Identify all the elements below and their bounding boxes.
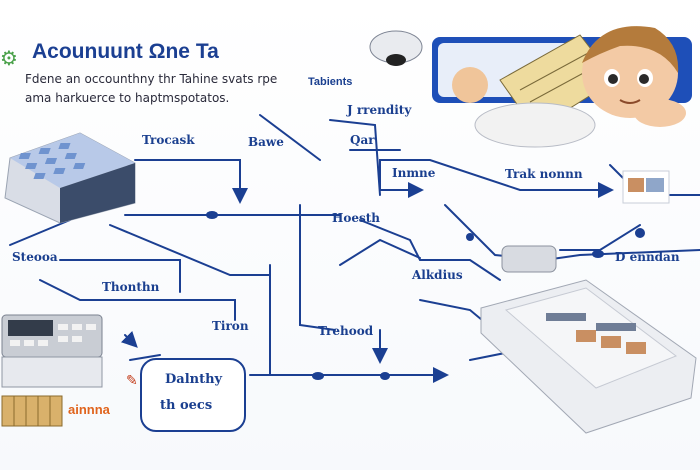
cartoon-boy-icon (560, 18, 700, 143)
page-title: Acounuunt Ωne Ta (32, 40, 219, 63)
label-trocask: Trocask (142, 133, 195, 147)
label-trak-nonnn: Trak nonnn (505, 167, 583, 181)
orange-tag: ainnna (68, 402, 110, 417)
summary-node-text: th oecs (160, 398, 213, 413)
smartphone-icon (476, 278, 700, 443)
calculator-icon (0, 128, 140, 233)
label-inmne: Inmne (392, 166, 436, 180)
label-thonthn: Thonthn (102, 280, 160, 294)
label-tiron: Tiron (212, 319, 249, 333)
mouse-icon (500, 244, 560, 281)
label-qar: Qar (350, 133, 375, 147)
photo-icon (622, 170, 672, 211)
label-d-enndsn: D enndan (615, 250, 680, 264)
label-trehood: Trehood (318, 324, 374, 338)
summary-node (140, 358, 246, 432)
summary-node-title: Dalnthy (165, 372, 223, 387)
router-icon (366, 22, 426, 77)
subtitle-line-2: ama harkuerce to haptmspotatos. (25, 91, 230, 105)
label-bawe: Bawe (248, 135, 284, 149)
label-alkdius: Alkdius (412, 268, 463, 282)
subtitle-line-1: Fdene an occounthny thr Tahine svats rpe (25, 72, 278, 86)
pen-icon: ✎ (126, 372, 138, 388)
label-hoesth: Hoesth (332, 211, 380, 225)
label-j-rrendity: J rrendity (347, 103, 412, 117)
money-stack-icon (0, 392, 70, 437)
label-steooa: Steooa (12, 250, 58, 264)
subtitle-tag: Tabients (308, 76, 353, 88)
cash-register-icon (0, 310, 110, 400)
logo-mark-icon: ⚙ (0, 48, 18, 70)
